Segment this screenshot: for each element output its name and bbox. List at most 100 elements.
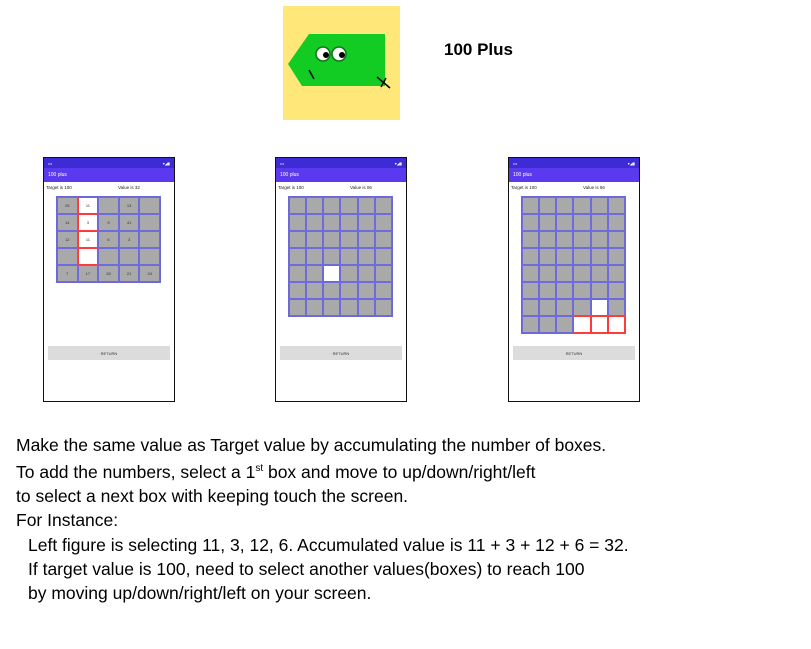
grid-cell[interactable] bbox=[590, 282, 608, 299]
grid-cell[interactable]: 41 bbox=[118, 214, 140, 231]
grid-cell[interactable]: 11 bbox=[77, 197, 99, 214]
grid-cell[interactable]: 11 bbox=[77, 231, 99, 248]
grid-cell[interactable] bbox=[556, 248, 574, 265]
grid-cell[interactable] bbox=[323, 282, 341, 299]
grid-cell[interactable] bbox=[77, 248, 99, 265]
grid-cell[interactable] bbox=[556, 197, 574, 214]
grid-cell[interactable] bbox=[539, 316, 557, 333]
grid-cell[interactable] bbox=[590, 214, 608, 231]
grid-cell[interactable] bbox=[306, 248, 324, 265]
grid-cell[interactable] bbox=[139, 197, 160, 214]
grid-cell[interactable] bbox=[573, 248, 591, 265]
grid-cell[interactable] bbox=[357, 214, 375, 231]
grid-cell[interactable] bbox=[323, 248, 341, 265]
grid-cell[interactable] bbox=[607, 197, 625, 214]
grid-cell[interactable] bbox=[340, 299, 358, 316]
grid-cell[interactable] bbox=[374, 214, 392, 231]
grid-cell[interactable] bbox=[323, 231, 341, 248]
grid-cell[interactable] bbox=[306, 214, 324, 231]
grid-cell[interactable] bbox=[607, 316, 625, 333]
grid-cell[interactable]: 13 bbox=[118, 197, 140, 214]
grid-cell[interactable]: 17 bbox=[77, 265, 99, 282]
grid-cell[interactable] bbox=[374, 231, 392, 248]
grid-cell[interactable] bbox=[573, 282, 591, 299]
grid-cell[interactable] bbox=[323, 265, 341, 282]
grid-cell[interactable] bbox=[539, 231, 557, 248]
grid-cell[interactable] bbox=[306, 197, 324, 214]
grid-cell[interactable] bbox=[590, 299, 608, 316]
grid-cell[interactable] bbox=[57, 248, 78, 265]
grid-cell[interactable] bbox=[306, 231, 324, 248]
grid-cell[interactable] bbox=[607, 282, 625, 299]
grid-cell[interactable] bbox=[340, 282, 358, 299]
grid-cell[interactable] bbox=[323, 197, 341, 214]
grid-cell[interactable] bbox=[607, 299, 625, 316]
grid-cell[interactable] bbox=[289, 282, 307, 299]
grid-cell[interactable] bbox=[306, 282, 324, 299]
grid-cell[interactable] bbox=[522, 214, 540, 231]
grid-cell[interactable]: 6 bbox=[98, 231, 119, 248]
grid-cell[interactable] bbox=[539, 299, 557, 316]
return-button[interactable]: RETURN bbox=[513, 346, 635, 360]
grid-cell[interactable] bbox=[357, 248, 375, 265]
grid-cell[interactable] bbox=[522, 248, 540, 265]
grid-cell[interactable] bbox=[306, 265, 324, 282]
grid-cell[interactable] bbox=[357, 197, 375, 214]
grid-cell[interactable] bbox=[139, 231, 160, 248]
number-grid[interactable] bbox=[288, 196, 393, 317]
grid-cell[interactable] bbox=[556, 231, 574, 248]
grid-cell[interactable] bbox=[539, 248, 557, 265]
grid-cell[interactable]: 9 bbox=[98, 214, 119, 231]
grid-cell[interactable] bbox=[607, 214, 625, 231]
grid-cell[interactable] bbox=[522, 316, 540, 333]
grid-cell[interactable] bbox=[374, 265, 392, 282]
grid-cell[interactable] bbox=[306, 299, 324, 316]
grid-cell[interactable] bbox=[556, 265, 574, 282]
grid-cell[interactable] bbox=[522, 197, 540, 214]
grid-cell[interactable]: 14 bbox=[57, 214, 78, 231]
grid-cell[interactable] bbox=[289, 299, 307, 316]
grid-cell[interactable] bbox=[590, 197, 608, 214]
grid-cell[interactable] bbox=[573, 299, 591, 316]
grid-cell[interactable] bbox=[340, 214, 358, 231]
grid-cell[interactable]: 7 bbox=[57, 265, 78, 282]
grid-cell[interactable] bbox=[289, 248, 307, 265]
grid-cell[interactable] bbox=[539, 214, 557, 231]
grid-cell[interactable] bbox=[374, 197, 392, 214]
grid-cell[interactable] bbox=[323, 299, 341, 316]
grid-cell[interactable] bbox=[357, 282, 375, 299]
grid-cell[interactable] bbox=[374, 248, 392, 265]
grid-cell[interactable] bbox=[139, 214, 160, 231]
number-grid[interactable] bbox=[521, 196, 626, 334]
grid-cell[interactable] bbox=[590, 265, 608, 282]
grid-cell[interactable] bbox=[590, 316, 608, 333]
grid-cell[interactable] bbox=[590, 231, 608, 248]
grid-cell[interactable] bbox=[590, 248, 608, 265]
grid-cell[interactable] bbox=[340, 197, 358, 214]
grid-cell[interactable] bbox=[98, 197, 119, 214]
grid-cell[interactable] bbox=[357, 265, 375, 282]
grid-cell[interactable] bbox=[289, 214, 307, 231]
grid-cell[interactable] bbox=[357, 231, 375, 248]
grid-cell[interactable]: 25 bbox=[57, 197, 78, 214]
grid-cell[interactable] bbox=[573, 265, 591, 282]
grid-cell[interactable]: 24 bbox=[139, 265, 160, 282]
grid-cell[interactable] bbox=[289, 265, 307, 282]
grid-cell[interactable] bbox=[539, 197, 557, 214]
return-button[interactable]: RETURN bbox=[280, 346, 402, 360]
grid-cell[interactable]: 3 bbox=[77, 214, 99, 231]
grid-cell[interactable] bbox=[323, 214, 341, 231]
grid-cell[interactable] bbox=[374, 299, 392, 316]
grid-cell[interactable] bbox=[139, 248, 160, 265]
grid-cell[interactable] bbox=[573, 231, 591, 248]
grid-cell[interactable] bbox=[98, 248, 119, 265]
grid-cell[interactable] bbox=[374, 282, 392, 299]
grid-cell[interactable] bbox=[118, 248, 140, 265]
grid-cell[interactable] bbox=[340, 248, 358, 265]
grid-cell[interactable] bbox=[539, 265, 557, 282]
grid-cell[interactable] bbox=[340, 231, 358, 248]
return-button[interactable]: RETURN bbox=[48, 346, 170, 360]
grid-cell[interactable] bbox=[573, 197, 591, 214]
grid-cell[interactable] bbox=[289, 231, 307, 248]
